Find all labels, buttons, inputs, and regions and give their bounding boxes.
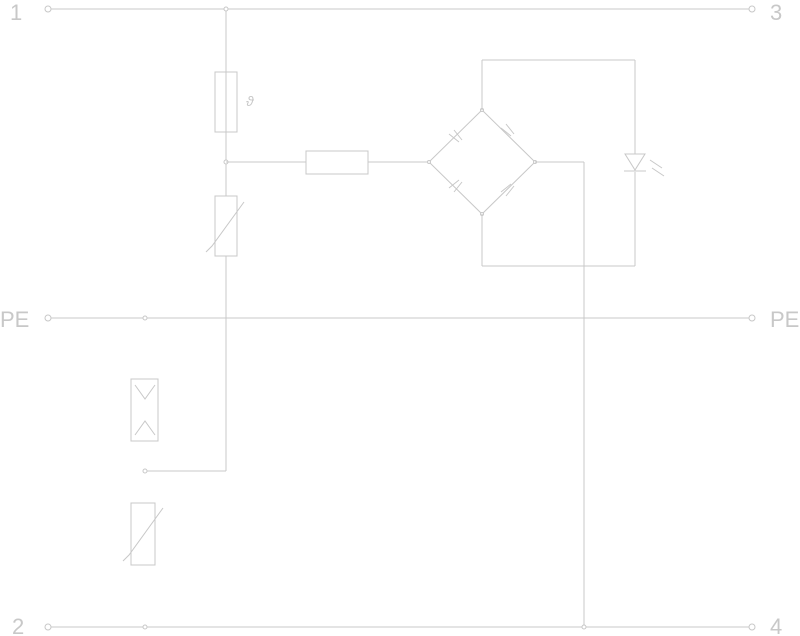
led-indicator: [624, 153, 665, 177]
bridge-node-left: [427, 160, 431, 164]
terminal-pe-right-label: PE: [770, 307, 799, 332]
varistor-lower: [122, 502, 164, 566]
junction-terminal-4: [581, 624, 587, 630]
junction-gdt: [142, 468, 148, 474]
varistor-main-slash: [205, 201, 245, 253]
terminal-2-label: 2: [12, 614, 24, 636]
terminal-pe-left-label: PE: [0, 307, 29, 332]
terminal-1-node: [44, 5, 52, 13]
bridge-diode-3: [448, 179, 463, 193]
bridge-rectifier: [428, 109, 536, 215]
terminal-4-label: 4: [770, 614, 782, 636]
bridge-diode-2: [500, 123, 515, 137]
junction-pe: [142, 315, 148, 321]
terminal-4-node: [748, 623, 756, 631]
series-resistor: [305, 150, 369, 175]
terminal-2-node: [44, 623, 52, 631]
terminal-pe-left-node: [44, 314, 52, 322]
bridge-diode-1: [448, 129, 463, 143]
terminal-pe-right-node: [748, 314, 756, 322]
junction-top: [223, 6, 229, 12]
terminal-3-label: 3: [770, 0, 782, 25]
terminal-3-node: [748, 5, 756, 13]
junction-terminal-2: [142, 624, 148, 630]
bridge-diode-4: [500, 183, 515, 197]
terminal-1-label: 1: [10, 0, 22, 25]
thermal-fuse-mark: ϑ: [246, 93, 255, 109]
gas-discharge-tube: [130, 378, 159, 442]
